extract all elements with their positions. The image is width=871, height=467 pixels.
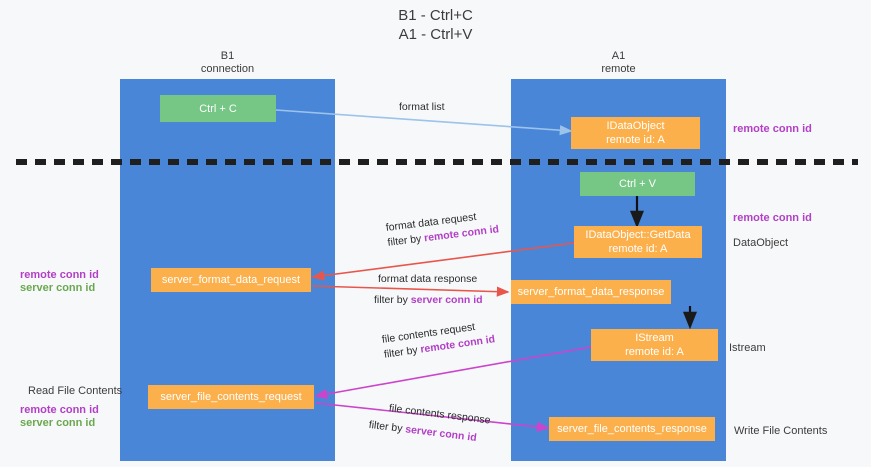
- node-ctrl-c-label: Ctrl + C: [199, 102, 237, 115]
- label-write-file-contents: Write File Contents: [734, 425, 828, 437]
- node-server-format-data-response[interactable]: server_format_data_response: [511, 280, 671, 304]
- node-server-format-data-response-label: server_format_data_response: [517, 286, 665, 298]
- column-header-left: B1 connection: [200, 50, 255, 75]
- label-read-file-contents: Read File Contents: [28, 385, 123, 397]
- edge-label-format-data-response-filter: filter by server conn id: [374, 293, 483, 308]
- node-idataobject-sublabel: remote id: A: [606, 134, 665, 146]
- node-getdata-label: IDataObject::GetData: [585, 229, 691, 241]
- node-server-file-contents-response-label: server_file_contents_response: [557, 423, 707, 435]
- edge-label-file-contents-response: file contents response filter by server …: [368, 399, 491, 447]
- node-idataobject-label: IDataObject: [606, 120, 665, 132]
- node-ctrl-v-label: Ctrl + V: [619, 178, 656, 190]
- node-ctrl-c[interactable]: Ctrl + C: [160, 95, 276, 122]
- page-title: B1 - Ctrl+C A1 - Ctrl+V: [398, 7, 473, 43]
- node-istream[interactable]: IStream remote id: A: [591, 329, 718, 361]
- node-server-format-data-request-label: server_format_data_request: [161, 274, 301, 286]
- label-remote-conn-id-top: remote conn id: [733, 123, 812, 135]
- node-idataobject-getdata[interactable]: IDataObject::GetData remote id: A: [574, 226, 702, 258]
- column-header-right: A1 remote: [601, 50, 636, 75]
- node-idataobject[interactable]: IDataObject remote id: A: [571, 117, 700, 149]
- edge-label-format-list: format list: [399, 101, 445, 113]
- node-istream-sublabel: remote id: A: [625, 346, 684, 358]
- filter-key-server-conn-id: server conn id: [410, 294, 483, 306]
- node-getdata-sublabel: remote id: A: [608, 243, 668, 255]
- edge-label-format-data-response: format data response filter by server co…: [374, 272, 483, 308]
- node-server-file-contents-request-label: server_file_contents_request: [160, 391, 302, 403]
- node-ctrl-v[interactable]: Ctrl + V: [580, 172, 695, 196]
- label-dataobject: DataObject: [733, 237, 789, 249]
- legend-remote-conn-id-bottom: remote conn id: [20, 404, 99, 416]
- legend-server-conn-id-bottom: server conn id: [20, 417, 96, 429]
- edge-label-file-contents-request: file contents request filter by remote c…: [381, 317, 496, 362]
- filter-prefix: filter by: [383, 343, 422, 361]
- filter-prefix: filter by: [386, 232, 425, 249]
- filter-prefix: filter by: [368, 418, 407, 436]
- node-server-file-contents-request[interactable]: server_file_contents_request: [148, 385, 314, 409]
- node-server-format-data-request[interactable]: server_format_data_request: [151, 268, 311, 292]
- filter-prefix: filter by: [374, 294, 411, 306]
- label-istream: Istream: [729, 342, 766, 354]
- edge-label-format-data-request: format data request filter by remote con…: [385, 207, 500, 250]
- node-istream-label: IStream: [635, 332, 674, 344]
- node-server-file-contents-response[interactable]: server_file_contents_response: [549, 417, 715, 441]
- filter-key-server-conn-id: server conn id: [404, 423, 478, 444]
- edge-label-format-data-response-main: format data response: [378, 273, 478, 285]
- legend-remote-conn-id-mid: remote conn id: [20, 269, 99, 281]
- legend-server-conn-id-mid: server conn id: [20, 282, 96, 294]
- label-remote-conn-id-mid: remote conn id: [733, 212, 812, 224]
